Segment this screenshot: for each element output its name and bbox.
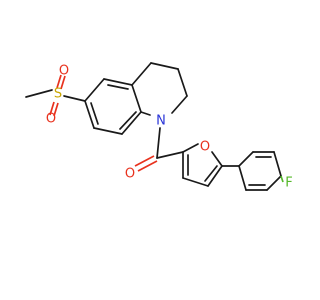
atom-nitrogen: N [156, 114, 166, 129]
bond-aromatic [84, 100, 95, 129]
amide-group [134, 127, 184, 172]
bond-single [171, 95, 188, 114]
bond-aromatic [121, 111, 142, 135]
bond-s-o-bottom-1 [49, 101, 55, 116]
bond-aromatic-inner [90, 102, 99, 125]
bond-s-o-top-1 [56, 74, 62, 89]
atom-oxygen-furan: O [200, 140, 210, 155]
bond-methyl-s [25, 89, 53, 98]
bond-furan-inner [204, 165, 218, 182]
bond-furan [211, 151, 223, 167]
bond-aromatic [273, 151, 282, 177]
atom-fluorine: F [285, 176, 292, 191]
piperidine-ring [131, 62, 188, 116]
benzo-ring [84, 78, 142, 135]
bond-c-o-1 [134, 155, 155, 167]
bond-furan [207, 165, 223, 187]
bond-aromatic-inner [107, 84, 129, 90]
molecule-structure-diagram: S O O N O O F [25, 62, 293, 191]
methylsulfonyl-group [25, 74, 86, 117]
bond-aromatic [266, 175, 282, 191]
atom-sulfur: S [54, 87, 62, 102]
bond-aromatic-inner [119, 111, 137, 130]
bond-single [150, 62, 179, 70]
fluorophenyl-ring [221, 151, 284, 191]
bond-aromatic [131, 84, 142, 113]
atom-oxygen-bottom: O [46, 112, 56, 127]
atom-oxygen-top: O [59, 64, 69, 79]
atom-labels: S O O N O O F [46, 64, 293, 191]
bond-s-ring [63, 95, 86, 102]
bond-aromatic [103, 78, 133, 86]
bond-aromatic [84, 78, 105, 102]
bond-furan [182, 177, 209, 187]
bond-s-o-bottom-2 [53, 102, 59, 117]
bond-aromatic [93, 127, 123, 135]
bond-carbonyl-n [156, 127, 161, 159]
bond-aromatic [238, 165, 247, 191]
bond-c-f [280, 175, 284, 183]
bond-n-ring [140, 111, 151, 116]
bond-furan [182, 143, 199, 153]
bond-carbonyl-furan [156, 151, 184, 159]
bond-c-o-2 [137, 160, 158, 172]
bond-aromatic [238, 151, 254, 167]
bond-single [131, 62, 152, 86]
bond-s-o-top-2 [60, 75, 66, 90]
furan-ring [182, 143, 223, 187]
bond-single [177, 68, 188, 97]
atom-oxygen-carbonyl: O [125, 167, 135, 182]
